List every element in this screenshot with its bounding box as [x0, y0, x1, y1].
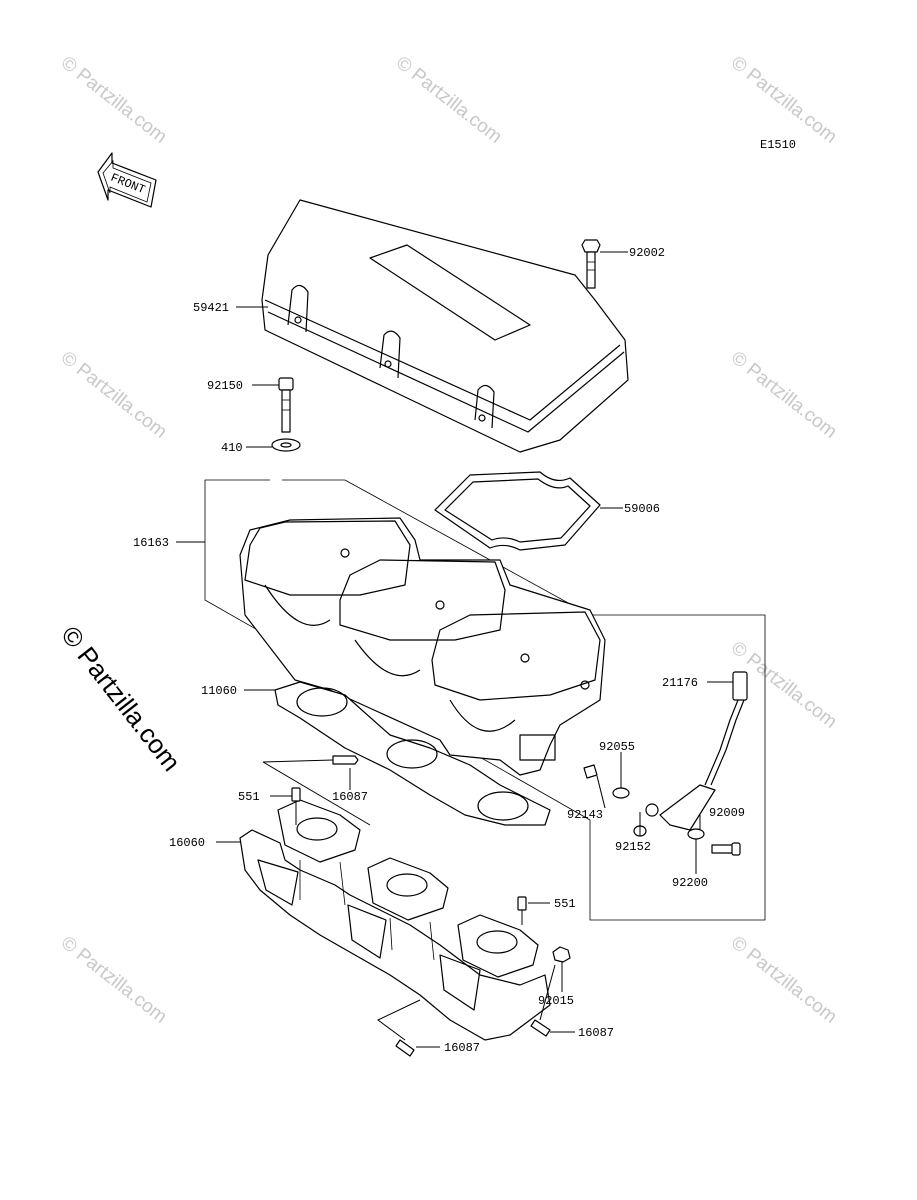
part-label-92009[interactable]: 92009	[709, 806, 745, 820]
throttle-body-part	[239, 517, 606, 776]
part-label-92152[interactable]: 92152	[615, 840, 651, 854]
part-label-551[interactable]: 551	[554, 897, 576, 911]
part-label-92200[interactable]: 92200	[672, 876, 708, 890]
nut-part	[552, 946, 571, 963]
part-label-16087[interactable]: 16087	[444, 1041, 480, 1055]
part-label-11060[interactable]: 11060	[201, 684, 237, 698]
watermark: © Partzilla.com	[57, 932, 171, 1027]
watermark: © Partzilla.com	[727, 52, 841, 147]
bolt-part	[581, 239, 601, 289]
part-label-92002[interactable]: 92002	[629, 246, 665, 260]
part-label-16087[interactable]: 16087	[578, 1026, 614, 1040]
leader-lines	[176, 251, 733, 1048]
cover-part	[261, 199, 629, 453]
diagram-code: E1510	[760, 138, 796, 152]
washer-part	[687, 828, 705, 840]
sensor-part	[645, 671, 748, 831]
gasket-part	[434, 471, 601, 551]
fitting-part	[332, 755, 551, 1057]
watermark: © Partzilla.com	[57, 347, 171, 442]
part-label-16060[interactable]: 16060	[169, 836, 205, 850]
front-arrow-icon: FRONT	[97, 152, 157, 208]
part-label-92055[interactable]: 92055	[599, 740, 635, 754]
washer-part	[271, 438, 301, 452]
intake-manifold-part	[239, 799, 551, 1041]
watermark: © Partzilla.com	[392, 52, 506, 147]
clip-part	[583, 764, 598, 779]
watermark-layer: © Partzilla.com © Partzilla.com © Partzi…	[55, 52, 840, 1027]
part-label-21176[interactable]: 21176	[662, 676, 698, 690]
watermark: © Partzilla.com	[727, 347, 841, 442]
screw-part	[278, 377, 294, 433]
part-labels: 92002 59421 92150 410 59006 16163 21176 …	[133, 246, 745, 1055]
part-label-59006[interactable]: 59006	[624, 502, 660, 516]
part-label-410[interactable]: 410	[221, 441, 243, 455]
part-label-92150[interactable]: 92150	[207, 379, 243, 393]
part-label-92143[interactable]: 92143	[567, 808, 603, 822]
bolt-part	[711, 842, 741, 856]
part-label-551[interactable]: 551	[238, 790, 260, 804]
o-ring-part	[612, 787, 630, 799]
part-label-92015[interactable]: 92015	[538, 994, 574, 1008]
watermark: © Partzilla.com	[727, 932, 841, 1027]
watermark: © Partzilla.com	[57, 52, 171, 147]
watermark-large: © Partzilla.com	[55, 620, 187, 777]
manifold-gasket-part	[274, 681, 551, 826]
part-label-59421[interactable]: 59421	[193, 301, 229, 315]
part-label-16087[interactable]: 16087	[332, 790, 368, 804]
part-label-16163[interactable]: 16163	[133, 536, 169, 550]
